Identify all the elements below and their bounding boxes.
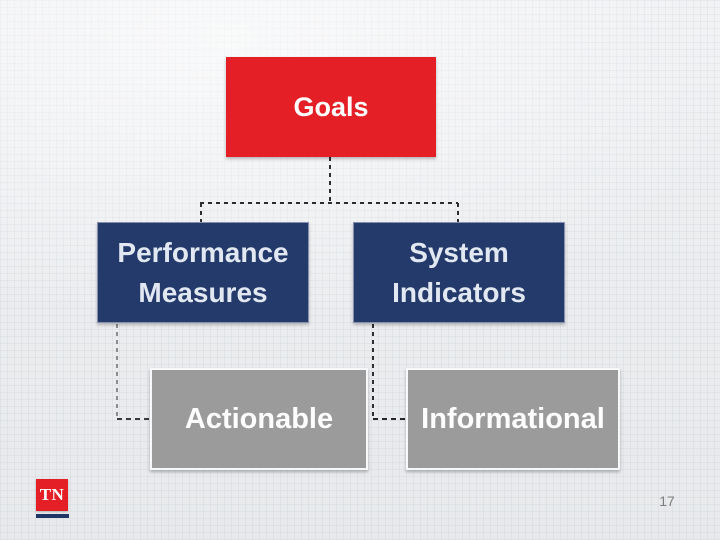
connector-split-left-drop: [200, 203, 202, 222]
connector-system-stem: [372, 324, 374, 419]
tn-logo: TN: [36, 479, 69, 518]
performance-measures-box: Performance Measures: [97, 222, 309, 323]
performance-measures-label-line2: Measures: [138, 276, 268, 308]
connector-split-right-drop: [457, 203, 459, 222]
informational-label: Informational: [421, 402, 605, 435]
slide-page-number: 17: [659, 493, 675, 509]
system-indicators-label-line1: System: [409, 236, 509, 268]
actionable-label: Actionable: [184, 402, 334, 435]
performance-measures-label-line1: Performance: [117, 236, 289, 268]
system-indicators-label-line2: Indicators: [392, 276, 526, 308]
connector-goals-stem: [329, 157, 331, 203]
connector-performance-elbow: [117, 418, 150, 420]
goals-box: Goals: [226, 57, 436, 157]
goals-label: Goals: [293, 91, 369, 122]
system-indicators-box: System Indicators: [353, 222, 565, 323]
connector-split-horizontal: [200, 202, 458, 204]
connector-performance-stem: [116, 324, 118, 419]
tn-logo-underline-bar: [36, 514, 69, 518]
actionable-box: Actionable: [150, 368, 368, 470]
tn-logo-text: TN: [39, 485, 65, 504]
connector-system-elbow: [373, 418, 406, 420]
informational-box: Informational: [406, 368, 620, 470]
tn-logo-square: TN: [36, 479, 68, 511]
